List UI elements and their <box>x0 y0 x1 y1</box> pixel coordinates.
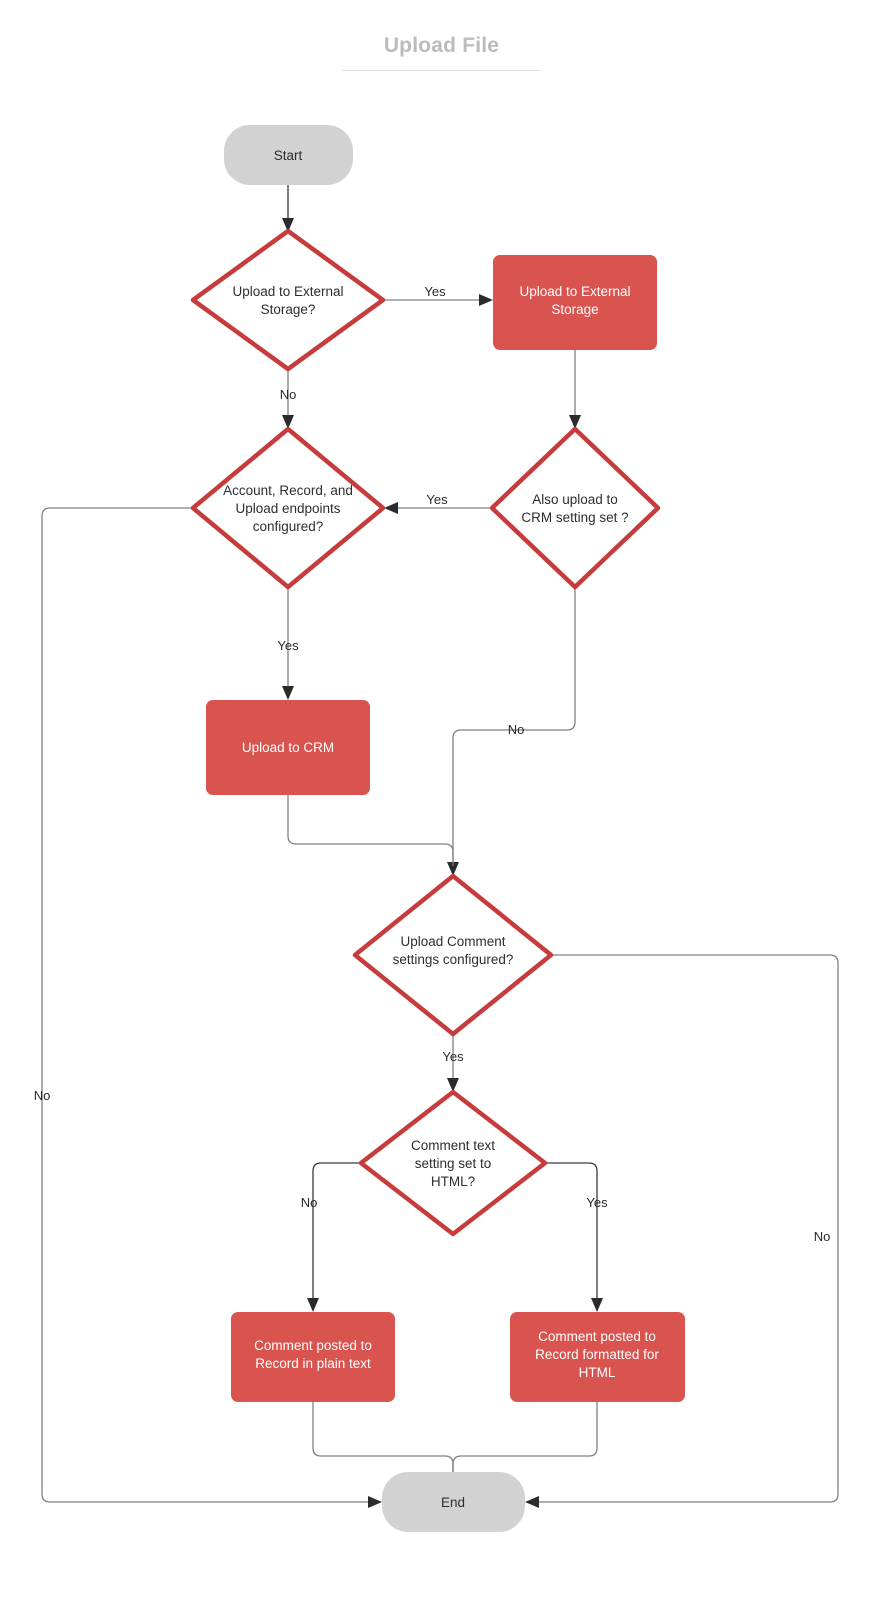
node-process-comment-html[interactable]: Comment posted to Record formatted for H… <box>510 1312 685 1402</box>
node-decision-upload-external-storage[interactable]: Upload to External Storage? <box>190 228 386 372</box>
edge-crm-to-comment-settings <box>287 795 454 866</box>
node-decision-also-upload-crm[interactable]: Also upload to CRM setting set ? <box>489 426 661 590</box>
node-process-plain-line2: Record in plain text <box>255 1356 371 1371</box>
edge-label-crm-setting-no: No <box>508 722 525 737</box>
edge-label-external-yes: Yes <box>424 284 446 299</box>
node-decision-endpoints-configured[interactable]: Account, Record, and Upload endpoints co… <box>190 426 386 590</box>
edge-start-to-external <box>282 185 294 232</box>
edge-label-endpoints-yes: Yes <box>277 638 299 653</box>
node-decision-comment-html-line3: HTML? <box>431 1174 475 1189</box>
node-process-html-line1: Comment posted to <box>538 1329 656 1344</box>
node-process-comment-plain-text[interactable]: Comment posted to Record in plain text <box>231 1312 395 1402</box>
node-decision-external-line2: Storage? <box>261 302 316 317</box>
node-process-upload-crm[interactable]: Upload to CRM <box>206 700 370 795</box>
page-title: Upload File <box>341 34 542 71</box>
node-decision-endpoints-line2: Upload endpoints <box>235 501 340 516</box>
node-process-html-line3: HTML <box>579 1365 616 1380</box>
edge-crm-setting-yes: Yes <box>384 492 492 514</box>
title-container: Upload File <box>0 0 883 71</box>
edge-comment-settings-no: No <box>525 954 839 1508</box>
node-decision-comment-html[interactable]: Comment text setting set to HTML? <box>358 1089 548 1237</box>
edge-comment-html-yes: Yes <box>545 1162 608 1312</box>
node-process-upload-external-storage[interactable]: Upload to External Storage <box>493 255 657 350</box>
edge-label-external-no: No <box>280 387 297 402</box>
node-start[interactable]: Start <box>224 125 353 185</box>
node-decision-crm-setting-line1: Also upload to <box>532 492 618 507</box>
edge-label-comment-html-yes: Yes <box>586 1195 608 1210</box>
edge-html-to-end <box>452 1402 598 1490</box>
node-decision-comment-settings-line2: settings configured? <box>393 952 514 967</box>
edge-crm-setting-no: No <box>447 578 576 876</box>
node-decision-comment-html-line1: Comment text <box>411 1138 495 1153</box>
edge-endpoints-no: No <box>34 507 382 1508</box>
node-decision-endpoints-line3: configured? <box>253 519 324 534</box>
node-decision-comment-settings-line1: Upload Comment <box>400 934 505 949</box>
edge-external-no: No <box>280 370 297 429</box>
node-process-html-line2: Record formatted for <box>535 1347 659 1362</box>
edge-label-endpoints-no: No <box>34 1088 51 1103</box>
node-decision-crm-setting-line2: CRM setting set ? <box>521 510 628 525</box>
node-process-crm-label: Upload to CRM <box>242 740 334 755</box>
edge-label-comment-settings-no: No <box>814 1229 831 1244</box>
edge-external-store-to-crm-setting <box>569 350 581 429</box>
node-end-label: End <box>441 1495 465 1510</box>
node-process-external-line2: Storage <box>551 302 598 317</box>
edge-label-comment-settings-yes: Yes <box>442 1049 464 1064</box>
node-start-label: Start <box>274 148 303 163</box>
edge-external-yes: Yes <box>384 284 493 306</box>
edge-comment-html-no: No <box>301 1162 361 1312</box>
edge-label-comment-html-no: No <box>301 1195 318 1210</box>
node-process-external-line1: Upload to External <box>519 284 630 299</box>
node-decision-endpoints-line1: Account, Record, and <box>223 483 353 498</box>
node-end[interactable]: End <box>382 1472 525 1532</box>
node-process-plain-line1: Comment posted to <box>254 1338 372 1353</box>
edge-label-crm-setting-yes: Yes <box>426 492 448 507</box>
node-decision-comment-html-line2: setting set to <box>415 1156 492 1171</box>
node-decision-comment-settings[interactable]: Upload Comment settings configured? <box>352 873 554 1037</box>
node-decision-external-line1: Upload to External <box>232 284 343 299</box>
edge-endpoints-yes: Yes <box>277 578 299 700</box>
